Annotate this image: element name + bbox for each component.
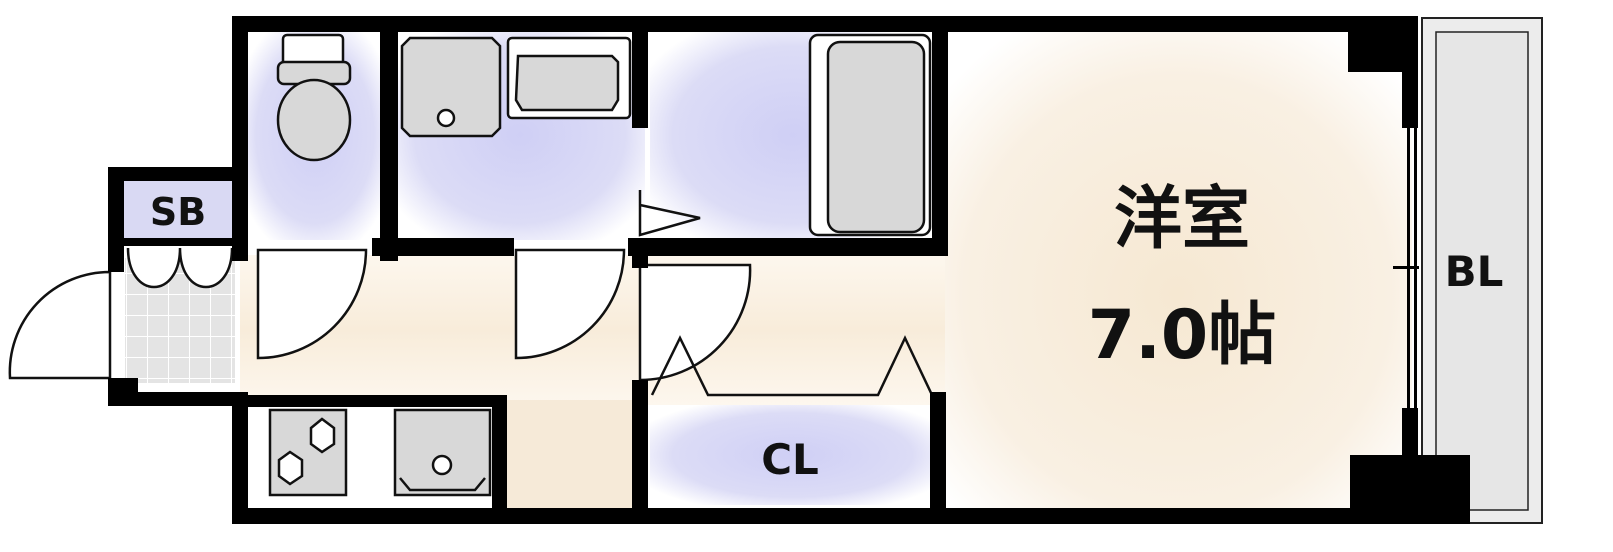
wall-kitchen-top <box>232 395 507 407</box>
balcony-inner <box>1435 31 1529 511</box>
shoe-box-doors <box>126 247 234 289</box>
wall-bottom <box>232 508 1417 524</box>
fixtures <box>268 33 932 497</box>
pillar-bottom-right <box>1350 455 1470 524</box>
western-room-floor <box>942 30 1412 510</box>
kitchen-sink-icon <box>393 408 492 497</box>
entrance-wall-top <box>108 167 248 181</box>
western-room-size: 7.0帖 <box>1088 296 1276 375</box>
labels: SB 洋室 7.0帖 CL BL <box>150 180 1504 484</box>
wall-closet-right <box>930 392 946 524</box>
pillar-top-right <box>1348 16 1418 72</box>
wall-top <box>232 16 1417 32</box>
walls <box>108 16 1470 524</box>
wall-closet-left <box>632 380 648 524</box>
wall-left-lower <box>232 400 248 524</box>
toilet-icon <box>276 33 352 162</box>
window-mullion <box>1393 266 1419 269</box>
wall-left-upper <box>232 16 248 261</box>
wall-bath-right <box>932 16 948 256</box>
washbasin-icon <box>400 36 502 138</box>
bathtub-icon <box>808 33 932 237</box>
washing-machine-icon <box>506 36 632 120</box>
room-door-swing <box>638 263 752 382</box>
closet-floor <box>650 405 935 505</box>
kitchen-side-floor <box>505 400 635 510</box>
western-room-name: 洋室 <box>1114 180 1250 259</box>
closet-folding-doors <box>650 335 934 397</box>
wall-toilet-right <box>380 16 398 261</box>
wall-wet-bottom-a <box>372 238 514 256</box>
front-door-swing <box>8 270 112 380</box>
washroom-door-swing <box>514 248 626 360</box>
bath-folding-door <box>638 190 701 237</box>
wall-washroom-right-a <box>632 16 648 128</box>
wall-washroom-right-b <box>632 238 648 268</box>
entrance-wall-bottom-2 <box>108 392 248 406</box>
entrance-wall-left <box>108 167 124 272</box>
balcony-label: BL <box>1445 247 1504 296</box>
shoe-box-label: SB <box>150 190 206 234</box>
doors <box>8 190 934 397</box>
shoe-box-floor <box>122 180 232 240</box>
toilet-door-swing <box>256 248 368 360</box>
closet-label: CL <box>761 435 819 484</box>
shoe-box-shelf <box>120 238 235 246</box>
wall-wet-bottom-b <box>628 238 948 256</box>
wall-kitchen-right <box>492 395 507 524</box>
stove-icon <box>268 408 348 497</box>
